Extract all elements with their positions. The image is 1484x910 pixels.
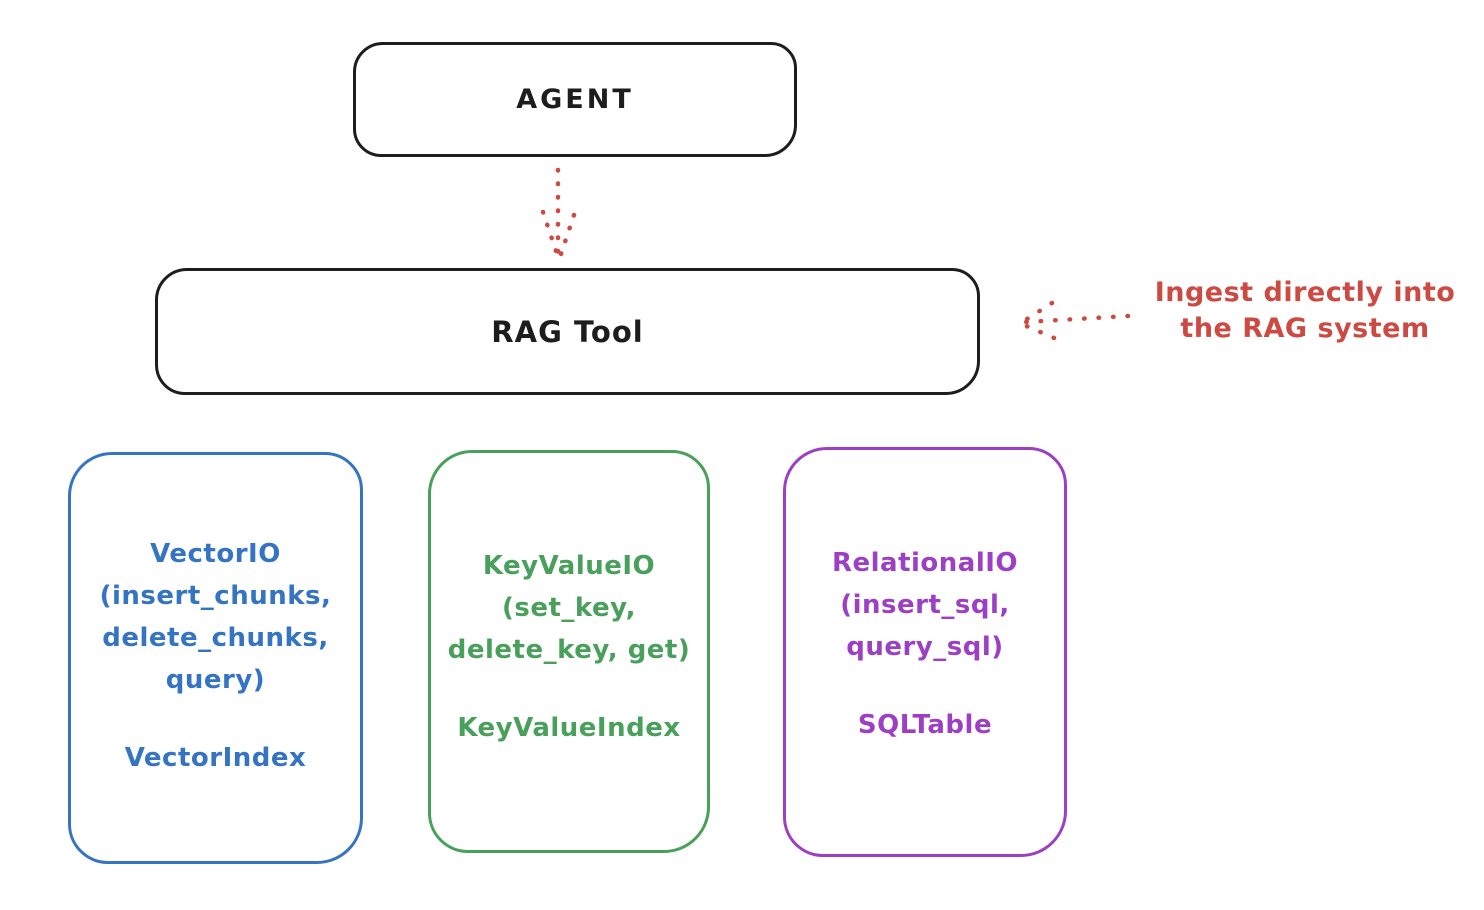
keyvalue-io-node: KeyValueIO (set_key, delete_key, get) Ke… <box>428 450 710 853</box>
vector-io-methods-line-1: (insert_chunks, <box>99 581 332 611</box>
keyvalue-io-methods-line-1: (set_key, <box>502 593 636 623</box>
arrow-shaft <box>1023 313 1131 325</box>
agent-label: AGENT <box>516 84 634 115</box>
ingest-annotation: Ingest directly into the RAG system <box>1135 275 1475 347</box>
vector-io-title: VectorIO <box>150 539 281 569</box>
agent-node: AGENT <box>353 42 797 157</box>
vector-io-methods-line-3: query) <box>165 665 266 695</box>
annotation-to-ragtool-arrow <box>1021 300 1131 341</box>
sql-table-label: SQLTable <box>857 710 993 740</box>
rag-tool-label: RAG Tool <box>491 314 644 349</box>
arrow-head-bottom <box>1021 322 1057 341</box>
relational-io-methods-line-1: (insert_sql, <box>840 590 1010 620</box>
rag-tool-node: RAG Tool <box>155 268 980 395</box>
vector-index-label: VectorIndex <box>124 743 307 773</box>
vector-io-methods-line-2: delete_chunks, <box>102 623 329 653</box>
agent-to-ragtool-arrow <box>540 167 577 261</box>
arrow-head-top <box>1021 300 1055 324</box>
keyvalue-index-label: KeyValueIndex <box>457 713 681 743</box>
keyvalue-io-methods-line-2: delete_key, get) <box>447 635 691 665</box>
relational-io-methods-line-2: query_sql) <box>846 632 1004 662</box>
relational-io-title: RelationalIO <box>831 548 1019 578</box>
arrow-head-right <box>558 212 577 257</box>
keyvalue-io-title: KeyValueIO <box>482 551 656 581</box>
annotation-line-1: Ingest directly into <box>1154 277 1456 308</box>
vector-io-node: VectorIO (insert_chunks, delete_chunks, … <box>68 452 363 864</box>
annotation-line-2: the RAG system <box>1180 313 1430 344</box>
relational-io-node: RelationalIO (insert_sql, query_sql) SQL… <box>783 447 1067 857</box>
arrow-head-left <box>540 209 560 257</box>
